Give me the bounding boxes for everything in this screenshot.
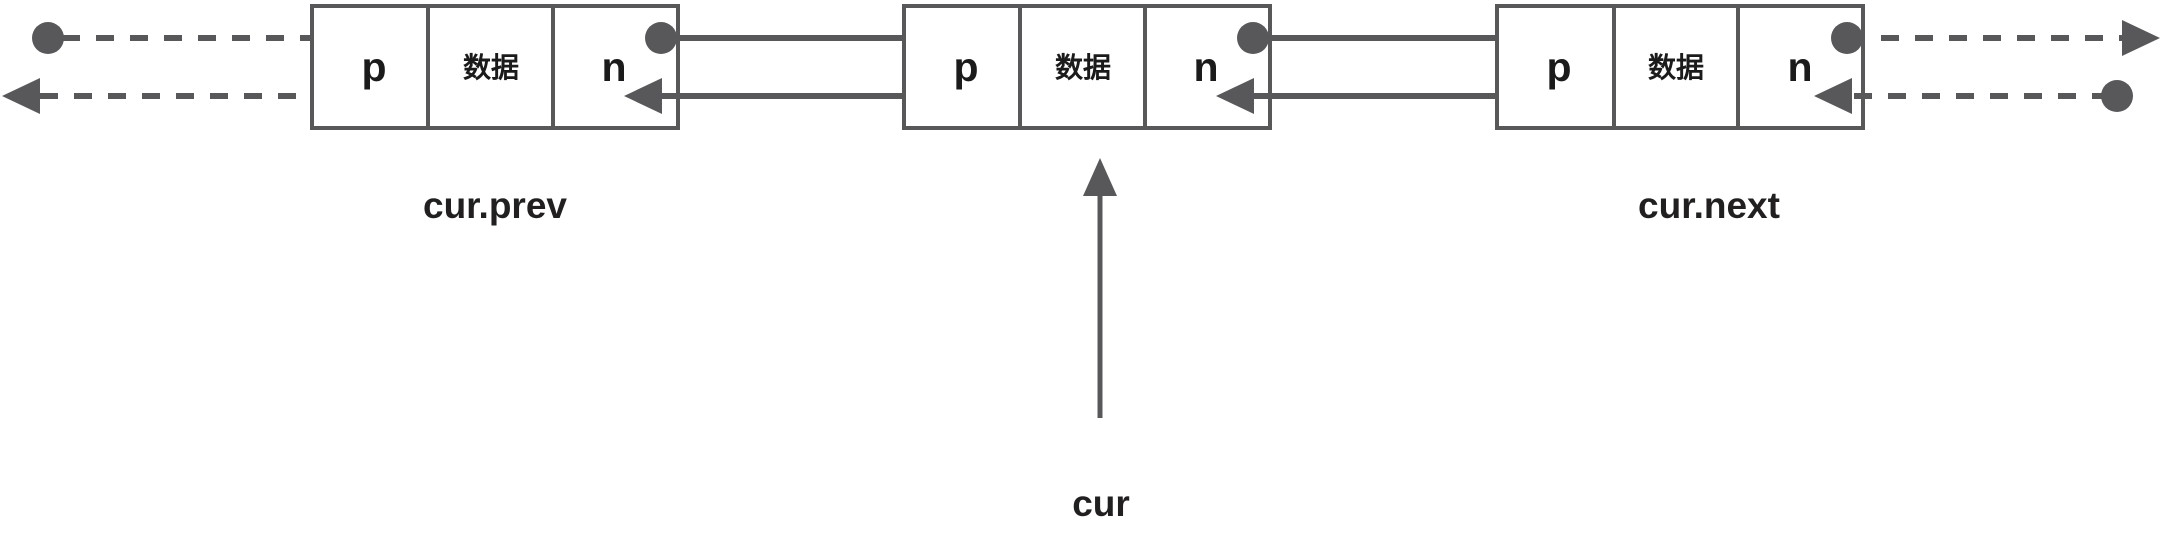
left-incoming-next-dot: [32, 22, 64, 54]
node-cur-field-n: n: [1193, 44, 1218, 90]
caption-cur-next: cur.next: [1638, 185, 1780, 226]
node-cur-next-box: [1495, 4, 1865, 130]
node-cur-next-field-data: 数据: [1648, 51, 1704, 84]
node-cur-prev-field-data: 数据: [463, 51, 519, 84]
node-cur-next-field-p: p: [1546, 44, 1571, 90]
node-cur-box: [902, 4, 1272, 130]
next-prev-to-cur-arrowhead: [1216, 78, 1254, 114]
node-cur-next-field-n: n: [1787, 44, 1812, 90]
node-cur-next[interactable]: p 数据 n: [1495, 4, 1865, 130]
node-cur-prev-box: [310, 4, 680, 130]
node-cur-prev-field-p: p: [361, 44, 386, 90]
caption-cur-prev: cur.prev: [423, 185, 567, 226]
right-incoming-prev-arrowhead: [1814, 78, 1852, 114]
node-cur-prev-field-n: n: [601, 44, 626, 90]
node-cur-field-p: p: [953, 44, 978, 90]
right-dashed-connections: [1814, 20, 2160, 114]
right-incoming-prev-dot: [2101, 80, 2133, 112]
cur-prev-to-prev-arrowhead: [624, 78, 662, 114]
node-cur[interactable]: p 数据 n: [902, 4, 1272, 130]
left-dashed-connections: [2, 20, 358, 114]
left-outgoing-prev-arrowhead: [2, 78, 40, 114]
node-cur-prev[interactable]: p 数据 n: [310, 4, 680, 130]
right-outgoing-next-arrowhead: [2122, 20, 2160, 56]
caption-cur: cur: [1072, 483, 1130, 524]
cur-pointer-arrow: [1083, 158, 1117, 418]
cur-arrow-head: [1083, 158, 1117, 196]
node-cur-field-data: 数据: [1055, 51, 1111, 84]
